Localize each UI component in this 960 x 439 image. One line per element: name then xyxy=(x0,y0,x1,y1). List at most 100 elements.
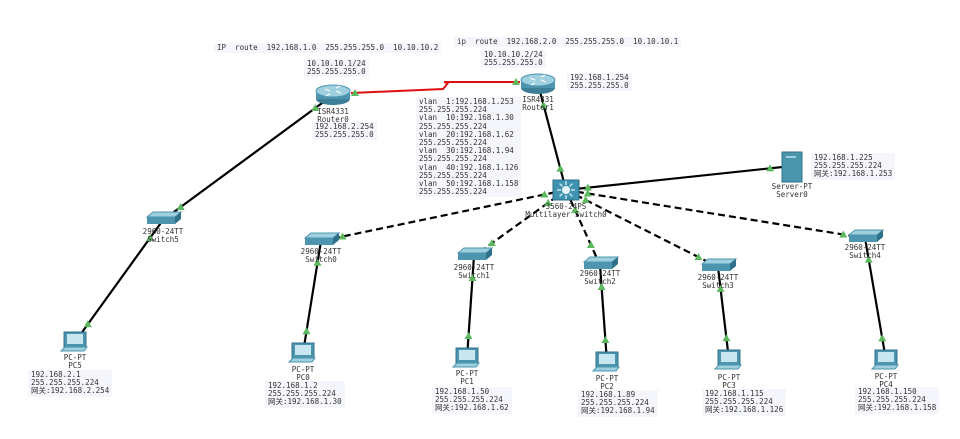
link-status-up-icon xyxy=(864,255,873,263)
link-router0-router1[interactable] xyxy=(350,78,520,96)
device-model-label: PC-PT xyxy=(717,373,741,382)
device-model-label: 2960-24TT xyxy=(300,247,342,256)
device-server0[interactable] xyxy=(781,151,803,183)
pc-icon xyxy=(591,351,620,372)
device-pc5[interactable] xyxy=(59,331,88,352)
link-mls-switch3[interactable] xyxy=(565,189,719,268)
note-line: 网关:192.168.1.253 xyxy=(814,169,893,179)
device-pc0[interactable] xyxy=(287,342,316,363)
note-line: 255.255.255.0 xyxy=(315,130,374,140)
device-pc1[interactable] xyxy=(451,347,480,368)
note-line: 192.168.1.254 xyxy=(570,73,629,82)
device-pc2[interactable] xyxy=(591,351,620,372)
switch-icon xyxy=(145,211,183,224)
router-icon xyxy=(520,73,556,94)
device-model-label: 2960-24TT xyxy=(697,273,739,282)
link-status-up-icon xyxy=(694,253,703,261)
link-status-up-icon xyxy=(311,104,320,112)
device-router0[interactable] xyxy=(315,84,351,105)
switch-icon xyxy=(456,247,494,260)
device-switch5[interactable] xyxy=(145,211,183,224)
link-switch5-pc5[interactable] xyxy=(74,219,164,343)
note-line: vlan 30:192.168.1.94 xyxy=(419,146,514,156)
note-line: 255.255.255.224 xyxy=(31,378,99,388)
note-line: 192.168.1.225 xyxy=(814,153,873,162)
switch-icon xyxy=(582,256,620,269)
link-status-up-icon xyxy=(464,332,473,340)
device-router1[interactable] xyxy=(520,73,556,94)
note-line: vlan 1:192.168.1.253 xyxy=(419,97,514,106)
note-line: 网关:192.168.1.62 xyxy=(435,403,509,413)
device-switch1[interactable] xyxy=(456,247,494,260)
link-status-up-icon xyxy=(878,334,887,342)
note-line: 192.168.2.1 xyxy=(31,370,81,379)
link-status-up-icon xyxy=(601,336,610,344)
note-line: 网关:192.168.1.94 xyxy=(581,406,655,416)
link-status-up-icon xyxy=(146,233,155,241)
link-router1-mls[interactable] xyxy=(536,83,568,191)
device-switch3[interactable] xyxy=(700,258,738,271)
device-name-label: PC2 xyxy=(600,382,614,391)
link-switch3-pc3[interactable] xyxy=(716,266,731,361)
device-model-label: PC-PT xyxy=(874,372,898,381)
pc-icon xyxy=(59,331,88,352)
link-status-up-icon xyxy=(722,334,731,342)
link-status-up-icon xyxy=(839,230,848,238)
link-mls-switch0[interactable] xyxy=(320,188,567,243)
device-model-label: PC-PT xyxy=(291,365,315,374)
note-line: 255.255.255.224 xyxy=(858,395,926,405)
link-switch0-pc0[interactable] xyxy=(301,240,323,354)
link-mls-switch2[interactable] xyxy=(564,189,602,266)
switch-icon xyxy=(847,229,885,242)
note-line: 网关:192.168.1.158 xyxy=(858,403,937,413)
device-model-label: 3560-24PS xyxy=(545,202,587,211)
note-line: 网关:192.168.2.254 xyxy=(31,386,110,396)
device-name-label: PC3 xyxy=(722,381,736,390)
note-line: 255.255.255.224 xyxy=(419,187,487,197)
multilayer-switch-icon xyxy=(552,179,580,201)
device-model-label: 2960-24TT xyxy=(453,263,495,272)
device-switch2[interactable] xyxy=(582,256,620,269)
link-status-up-icon xyxy=(338,232,347,240)
link-status-up-icon xyxy=(766,164,775,172)
link-status-up-icon xyxy=(716,284,725,292)
link-status-up-icon xyxy=(581,195,590,203)
link-status-up-icon xyxy=(583,189,592,197)
device-name-label: PC5 xyxy=(68,361,82,370)
link-switch4-pc4[interactable] xyxy=(863,237,888,361)
switch-icon xyxy=(700,258,738,271)
note-line: 255.255.255.224 xyxy=(419,105,487,115)
device-mls[interactable] xyxy=(552,179,580,201)
device-switch0[interactable] xyxy=(303,232,341,245)
router1-route-note: ip route 192.168.2.0 255.255.255.0 10.10… xyxy=(454,37,682,48)
device-name-label: Router1 xyxy=(522,103,554,112)
device-name-label: Switch0 xyxy=(305,255,337,264)
device-pc4[interactable] xyxy=(870,349,899,370)
pc-icon xyxy=(287,342,316,363)
link-mls-server0[interactable] xyxy=(565,164,793,192)
link-mls-switch1[interactable] xyxy=(473,189,567,257)
link-router0-switch5[interactable] xyxy=(162,94,334,221)
link-status-up-icon xyxy=(583,183,592,191)
server-icon xyxy=(781,151,803,183)
pc-icon xyxy=(451,347,480,368)
link-status-up-icon xyxy=(556,164,565,172)
link-switch1-pc1[interactable] xyxy=(464,255,477,359)
link-status-up-icon xyxy=(468,273,477,281)
link-switch2-pc2[interactable] xyxy=(597,264,610,363)
device-name-label: PC0 xyxy=(296,373,310,382)
device-name-label: PC4 xyxy=(879,380,893,389)
note-line: 网关:192.168.1.126 xyxy=(705,405,784,415)
router0-route-note: IP route 192.168.1.0 255.255.255.0 10.10… xyxy=(214,43,442,54)
device-switch4[interactable] xyxy=(847,229,885,242)
link-mls-switch4[interactable] xyxy=(565,188,866,240)
device-name-label: Server0 xyxy=(776,190,808,199)
device-pc3[interactable] xyxy=(713,349,742,370)
